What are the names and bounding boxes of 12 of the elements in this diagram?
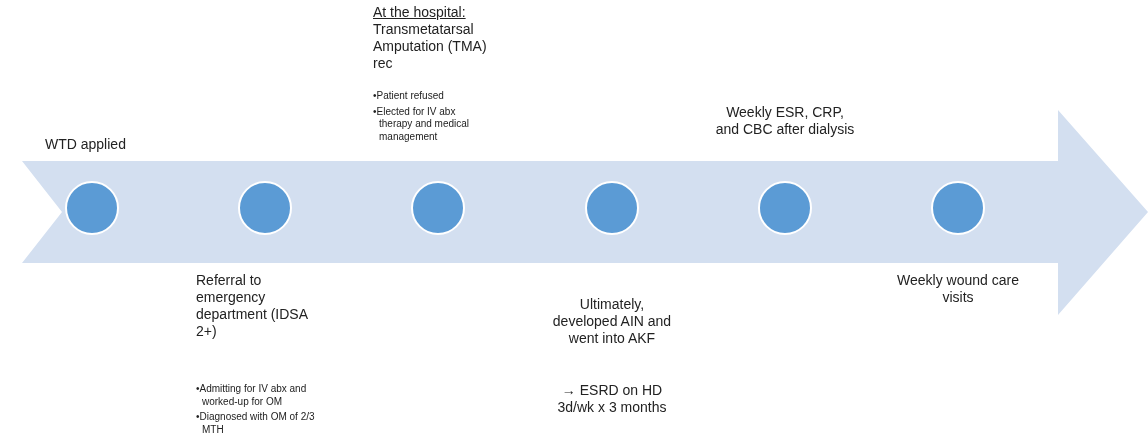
event-text: WTD applied — [45, 136, 127, 153]
bullet-item: •Admitting for IV abx and worked-up for OM — [196, 383, 308, 408]
event-text: Ultimately, developed AIN and went into AKF — [551, 296, 673, 347]
event-heading: At the hospital: — [373, 4, 467, 21]
event-text: Referral to emergency department (IDSA 2+) — [196, 272, 309, 340]
bullet-item: •Elected for IV abx therapy and medical management — [373, 105, 471, 143]
event-text: Transmetatarsal Amputation (TMA) rec — [373, 21, 488, 72]
event-text: Weekly wound care visits — [896, 272, 1020, 306]
event-text: → ESRD on HD 3d/wk x 3 months — [556, 382, 668, 416]
bullet-item: •Diagnosed with OM of 2/3 MTH — [196, 411, 316, 436]
event-text: Weekly ESR, CRP, and CBC after dialysis — [715, 104, 855, 138]
bullet-item: •Patient refused — [373, 90, 445, 103]
